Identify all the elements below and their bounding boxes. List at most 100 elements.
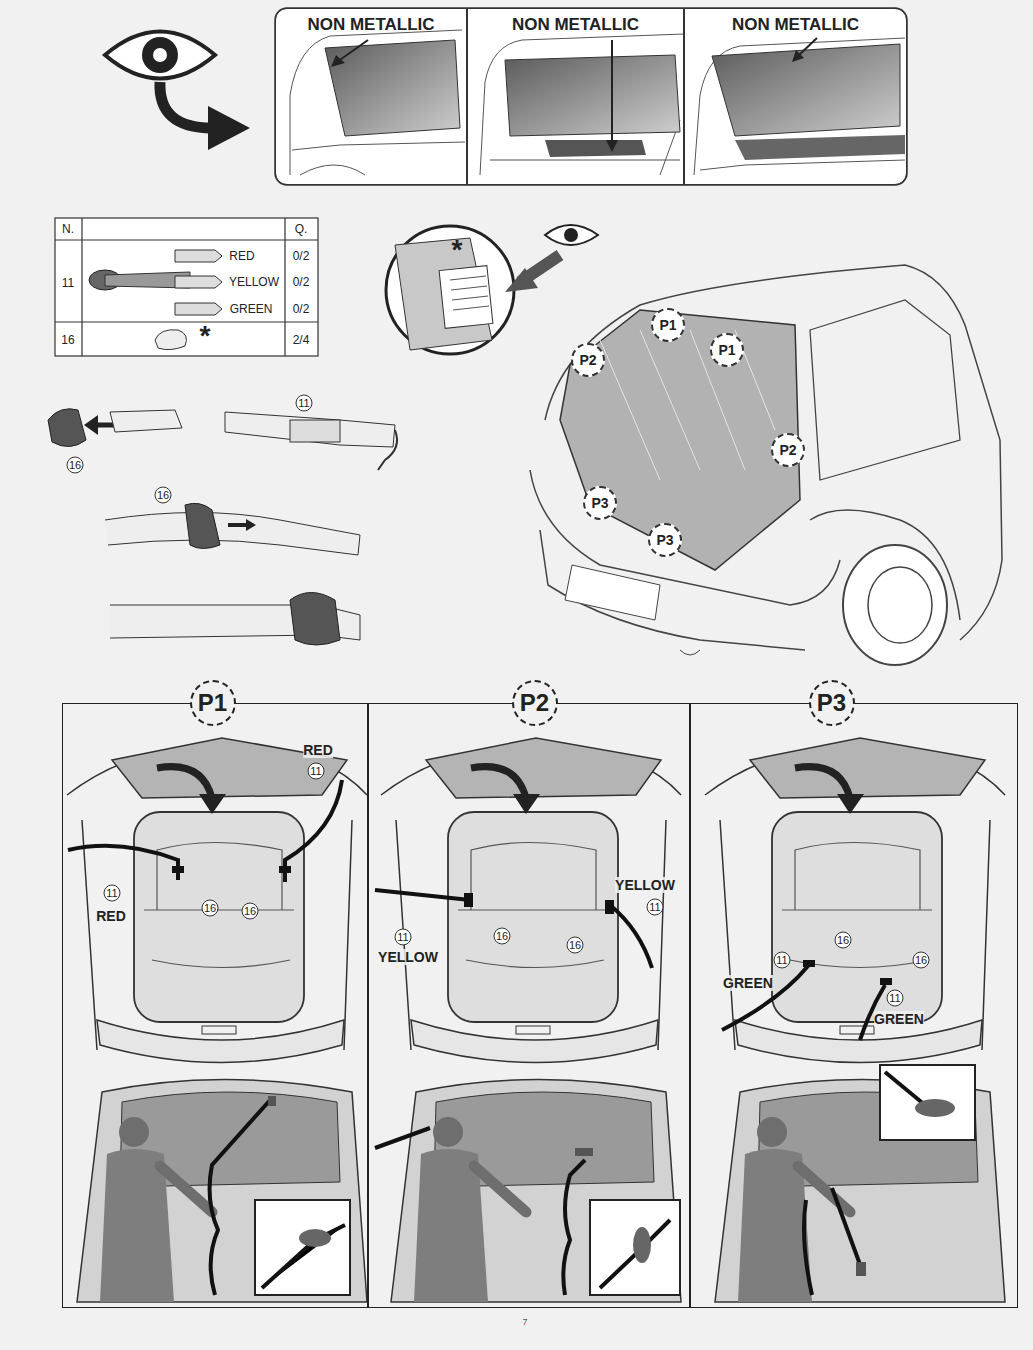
hook-icon bbox=[175, 250, 222, 315]
position-marker: P3 bbox=[583, 486, 617, 520]
foam-pad bbox=[915, 1099, 955, 1117]
detail-inset bbox=[255, 1200, 350, 1295]
glass-panel: NON METALLIC bbox=[275, 8, 467, 185]
strap-stitch bbox=[290, 420, 340, 442]
table-grid bbox=[55, 218, 318, 356]
pointer-arrow-head bbox=[792, 50, 804, 62]
table-cell: 0/2 bbox=[293, 302, 310, 316]
asterisk-mark: * bbox=[200, 320, 211, 352]
callout-number: 11 bbox=[395, 929, 412, 946]
rear-scene bbox=[77, 1080, 367, 1303]
eye-icon bbox=[545, 225, 598, 245]
slide-arrow-head bbox=[246, 519, 256, 531]
foam-pad bbox=[48, 409, 86, 447]
callout-number: 16 bbox=[242, 903, 259, 920]
table-cell: 11 bbox=[62, 276, 74, 290]
eye-iris bbox=[564, 228, 578, 242]
pillar-panel bbox=[395, 238, 492, 350]
glass-panel: NON METALLIC bbox=[467, 8, 684, 185]
exhaust bbox=[680, 650, 700, 655]
callout-number: 11 bbox=[887, 990, 904, 1007]
foam-pad bbox=[290, 593, 340, 646]
callout-number: 11 bbox=[104, 885, 121, 902]
strap bbox=[262, 1225, 345, 1288]
strap-color: RED bbox=[303, 742, 333, 758]
position-marker: P1 bbox=[710, 333, 744, 367]
foam-pad bbox=[464, 893, 473, 907]
callout-number: 16 bbox=[155, 487, 172, 504]
pointer-arrow-head bbox=[331, 55, 345, 67]
position-marker: P2 bbox=[771, 433, 805, 467]
rear-scene bbox=[391, 1080, 681, 1303]
page-number: 7 bbox=[522, 1317, 527, 1327]
callout-number: 16 bbox=[67, 457, 84, 474]
step-badge: P1 bbox=[190, 680, 236, 726]
foam-pad bbox=[605, 900, 614, 914]
table-cell: YELLOW bbox=[229, 275, 279, 289]
strap bbox=[804, 1188, 862, 1295]
callout-number: 11 bbox=[647, 899, 664, 916]
license-plate bbox=[565, 565, 660, 620]
strap bbox=[105, 513, 360, 556]
eye-arrow-head bbox=[208, 106, 250, 150]
top-frame bbox=[275, 8, 907, 185]
strap bbox=[722, 966, 885, 1040]
wheel-rim bbox=[868, 567, 932, 643]
pointer-arrow bbox=[337, 40, 368, 62]
eye-arrow bbox=[160, 82, 212, 128]
trunk-scene bbox=[381, 738, 681, 1063]
position-marker: P2 bbox=[571, 343, 605, 377]
foam-pad bbox=[185, 503, 220, 548]
foam-pad bbox=[880, 978, 892, 985]
eye-icon bbox=[105, 32, 215, 79]
position-marker: P1 bbox=[651, 308, 685, 342]
foam-pad bbox=[155, 330, 186, 350]
foam-pad bbox=[172, 866, 184, 873]
glass-area bbox=[712, 44, 900, 136]
car-outline bbox=[290, 30, 465, 175]
step-badge: P3 bbox=[809, 680, 855, 726]
dark-band bbox=[545, 140, 646, 157]
table-cell: 0/2 bbox=[293, 249, 310, 263]
foam-pad bbox=[803, 960, 815, 967]
side-window bbox=[810, 300, 960, 480]
step-panel: P1 bbox=[62, 703, 368, 1308]
detail-inset bbox=[590, 1200, 680, 1295]
trunk-scene bbox=[705, 738, 1005, 1063]
table-cell: RED bbox=[229, 249, 254, 263]
table-cell: N. bbox=[62, 222, 74, 236]
position-marker: P3 bbox=[648, 523, 682, 557]
car-outline bbox=[694, 38, 905, 175]
hook bbox=[575, 1148, 593, 1156]
strap-hook bbox=[378, 430, 397, 470]
dark-band bbox=[735, 135, 905, 160]
callout-number: 16 bbox=[494, 928, 511, 945]
glass-area bbox=[505, 55, 680, 136]
sticker-grid bbox=[450, 276, 489, 310]
pointer-arrow-head bbox=[606, 140, 618, 152]
glass-reflection bbox=[600, 330, 775, 480]
pointer-arrow bbox=[611, 40, 613, 142]
look-arrow-head bbox=[505, 268, 538, 292]
callout-number: 16 bbox=[567, 937, 584, 954]
strap bbox=[375, 890, 652, 968]
detail-inset bbox=[880, 1065, 975, 1140]
foam-pad bbox=[633, 1227, 651, 1263]
wheel bbox=[843, 545, 947, 665]
strap-color: GREEN bbox=[874, 1011, 924, 1027]
table-cell: 0/2 bbox=[293, 275, 310, 289]
trunk-scene bbox=[67, 738, 367, 1063]
magnifier bbox=[386, 226, 514, 354]
cover-sheet bbox=[560, 310, 800, 570]
hook bbox=[268, 1096, 276, 1106]
parts-table bbox=[55, 218, 318, 356]
foam-pad bbox=[299, 1229, 331, 1247]
eye-pupil bbox=[153, 48, 167, 62]
callout-number: 16 bbox=[913, 952, 930, 969]
strap bbox=[600, 1220, 670, 1288]
step-panel: P3 bbox=[690, 703, 1018, 1308]
table-cell: 16 bbox=[61, 333, 74, 347]
panel-heading: NON METALLIC bbox=[468, 15, 683, 35]
step-badge: P2 bbox=[512, 680, 558, 726]
